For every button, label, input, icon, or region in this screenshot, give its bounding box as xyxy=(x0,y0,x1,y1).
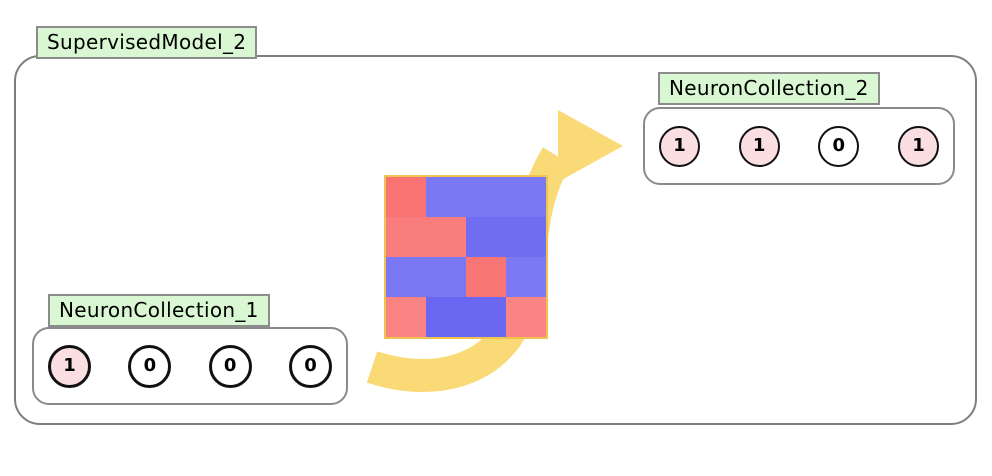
matrix-cell xyxy=(506,257,546,297)
neuron: 0 xyxy=(208,344,252,388)
neuron: 0 xyxy=(288,344,332,388)
neuron: 1 xyxy=(738,125,780,167)
matrix-cell xyxy=(466,177,506,217)
neuron: 1 xyxy=(897,125,939,167)
collection2-label: NeuronCollection_2 xyxy=(658,72,880,105)
matrix-cell xyxy=(386,257,426,297)
matrix-cell xyxy=(386,217,426,257)
matrix-cell xyxy=(426,257,466,297)
matrix-cell xyxy=(506,297,546,337)
matrix-cell xyxy=(426,217,466,257)
neuron: 0 xyxy=(128,344,172,388)
neuron: 1 xyxy=(659,125,700,167)
matrix-cell xyxy=(506,177,546,217)
matrix-cell xyxy=(466,297,506,337)
matrix-cell xyxy=(386,177,426,217)
neuron: 1 xyxy=(48,344,91,388)
collection1-label: NeuronCollection_1 xyxy=(48,294,270,327)
collection2-box: 1 1 0 1 xyxy=(643,107,955,185)
matrix-cell xyxy=(466,257,506,297)
matrix-cell xyxy=(386,297,426,337)
matrix-cell xyxy=(426,177,466,217)
model-label: SupervisedModel_2 xyxy=(36,26,258,59)
matrix-cell xyxy=(506,217,546,257)
weight-matrix xyxy=(384,175,548,339)
matrix-cell xyxy=(466,217,506,257)
matrix-cell xyxy=(426,297,466,337)
collection1-box: 1 0 0 0 xyxy=(32,327,348,405)
neuron: 0 xyxy=(818,125,860,167)
